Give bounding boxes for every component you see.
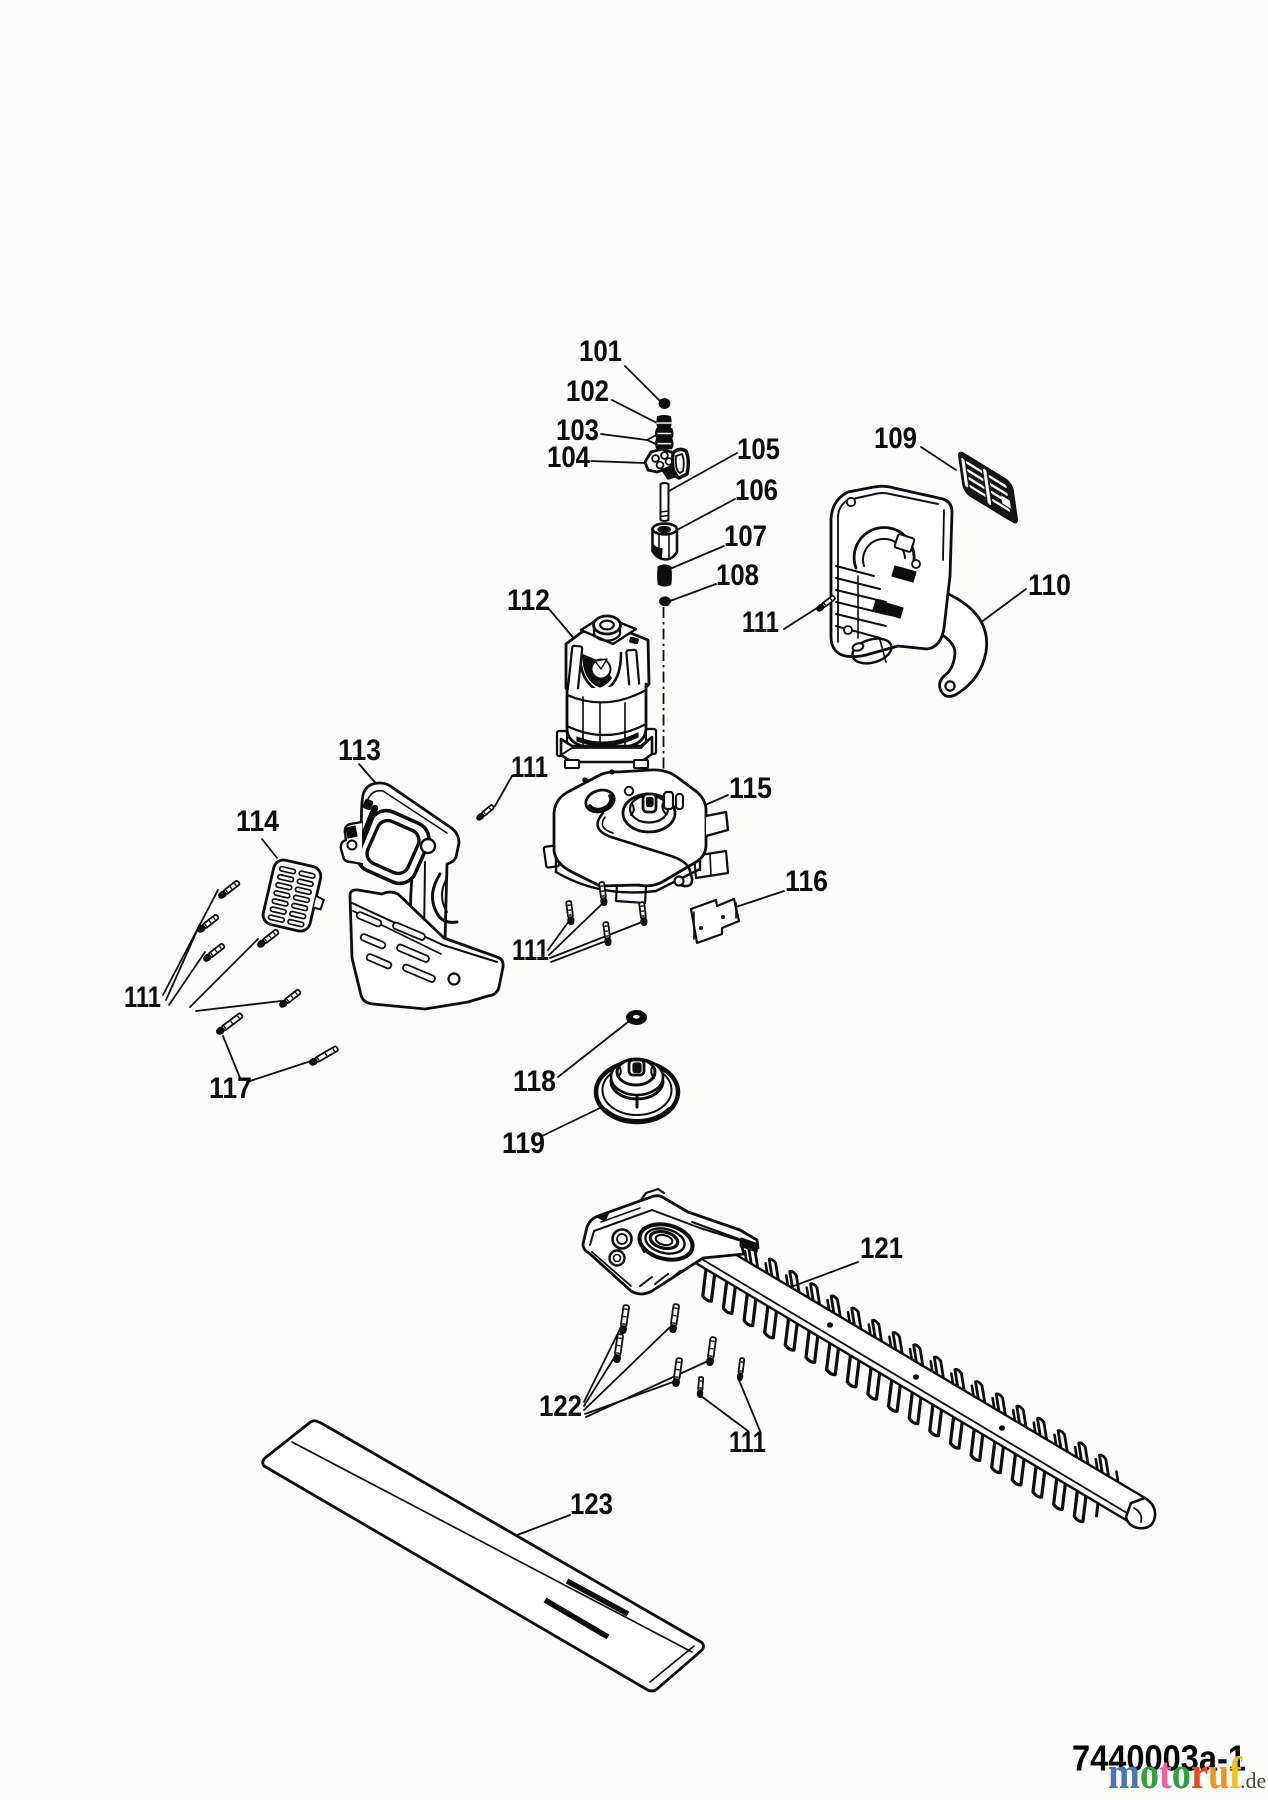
svg-text:106: 106 xyxy=(735,474,778,507)
svg-text:111: 111 xyxy=(511,751,548,784)
svg-text:111: 111 xyxy=(512,934,549,967)
svg-text:.de: .de xyxy=(1240,1768,1266,1793)
svg-text:115: 115 xyxy=(729,772,772,805)
svg-text:123: 123 xyxy=(570,1488,613,1521)
svg-text:111: 111 xyxy=(729,1426,766,1459)
svg-text:122: 122 xyxy=(539,1390,582,1423)
svg-text:107: 107 xyxy=(724,520,767,553)
svg-text:102: 102 xyxy=(566,375,609,408)
svg-text:119: 119 xyxy=(502,1127,545,1160)
svg-text:110: 110 xyxy=(1028,569,1071,602)
svg-text:116: 116 xyxy=(785,865,828,898)
svg-text:114: 114 xyxy=(236,805,279,838)
svg-text:113: 113 xyxy=(338,734,381,767)
svg-text:111: 111 xyxy=(742,606,779,639)
svg-text:111: 111 xyxy=(124,981,161,1014)
svg-text:7440003a-1: 7440003a-1 xyxy=(1072,1737,1246,1778)
svg-text:101: 101 xyxy=(579,335,622,368)
svg-text:motoruf: motoruf xyxy=(1108,1747,1243,1798)
svg-text:121: 121 xyxy=(860,1232,903,1265)
svg-text:117: 117 xyxy=(209,1072,252,1105)
svg-text:108: 108 xyxy=(716,559,759,592)
svg-text:105: 105 xyxy=(737,433,780,466)
svg-text:118: 118 xyxy=(513,1065,556,1098)
svg-text:104: 104 xyxy=(547,441,590,474)
svg-text:112: 112 xyxy=(507,584,550,617)
svg-text:109: 109 xyxy=(874,422,917,455)
svg-text:103: 103 xyxy=(556,414,599,447)
